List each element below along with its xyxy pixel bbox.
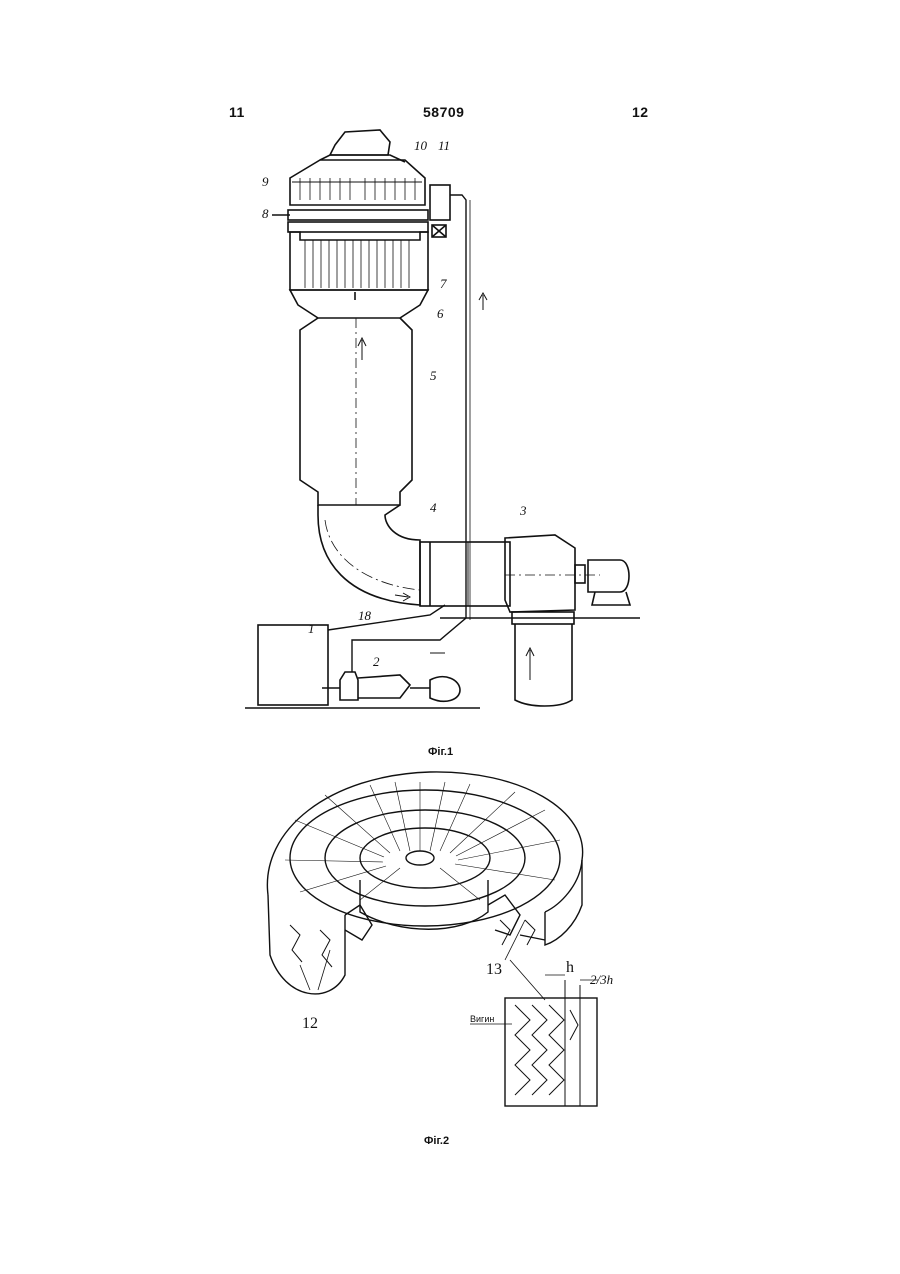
- label-12: 12: [302, 1015, 318, 1032]
- figure-2-drawing: [267, 772, 598, 1106]
- figure-1-caption: Фіг.1: [428, 746, 453, 758]
- label-6: 6: [437, 306, 444, 321]
- label-two-thirds-h: 2/3h: [590, 972, 613, 987]
- label-4: 4: [430, 500, 437, 515]
- label-7: 7: [440, 276, 447, 291]
- label-18: 18: [358, 608, 372, 623]
- label-3: 3: [519, 503, 527, 518]
- label-2: 2: [373, 654, 380, 669]
- label-bend: Вигин: [470, 1014, 494, 1024]
- label-10: 10: [414, 138, 428, 153]
- label-8: 8: [262, 206, 269, 221]
- label-13: 13: [486, 961, 502, 978]
- figure-1-drawing: [245, 130, 640, 708]
- label-h: h: [566, 959, 574, 976]
- figure-1-labels: 1 2 3 4 5 6 7 8 9 10 11 18: [262, 138, 527, 669]
- figure-2-labels: 12 13 Вигин h 2/3h: [302, 959, 613, 1032]
- label-1: 1: [308, 621, 315, 636]
- label-11: 11: [438, 138, 450, 153]
- label-9: 9: [262, 174, 269, 189]
- label-5: 5: [430, 368, 437, 383]
- figure-2-caption: Фіг.2: [424, 1135, 449, 1147]
